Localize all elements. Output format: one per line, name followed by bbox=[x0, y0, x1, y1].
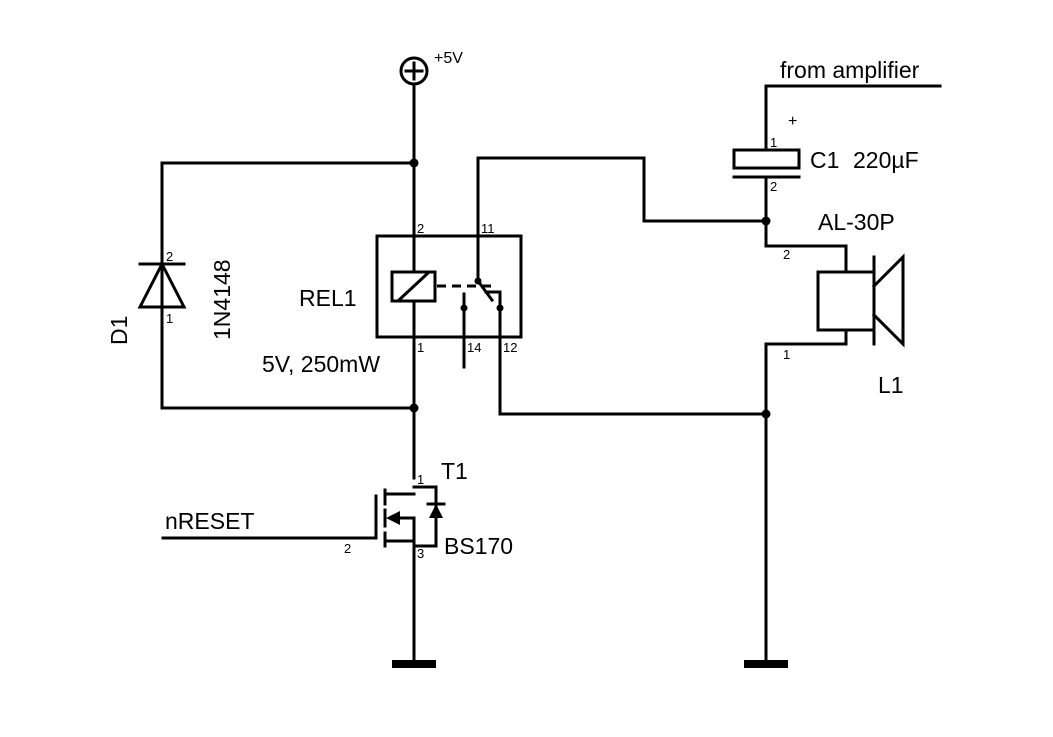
c1-ref: C1 bbox=[810, 147, 839, 173]
speaker-cone bbox=[871, 253, 905, 348]
pin-label: 1 bbox=[417, 340, 424, 355]
d1-ref: D1 bbox=[106, 316, 132, 345]
rel1-value: 5V, 250mW bbox=[262, 351, 380, 377]
rel1-ref: REL1 bbox=[299, 285, 357, 311]
pin-label: 2 bbox=[344, 541, 351, 556]
input-net-label: nRESET bbox=[165, 508, 254, 534]
pin-label: 12 bbox=[503, 340, 517, 355]
speaker-l1: 2 1 AL-30P L1 bbox=[764, 209, 905, 664]
pin-label: 2 bbox=[770, 179, 777, 194]
relay-body bbox=[375, 234, 523, 339]
cap-polarity: + bbox=[788, 113, 797, 130]
l1-ref: L1 bbox=[878, 372, 904, 398]
t1-value: BS170 bbox=[444, 533, 513, 559]
diode-triangle bbox=[137, 260, 187, 309]
output-net-label: from amplifier bbox=[780, 57, 920, 83]
wire-vcc-rail bbox=[409, 82, 419, 664]
mosfet-t1: nRESET 2 1 3 T1 BS170 bbox=[161, 458, 513, 561]
relay-rel1: 2 1 11 14 12 REL1 5V, 250mW bbox=[262, 156, 523, 416]
c1-value: 220µF bbox=[853, 147, 919, 173]
cap-plate-positive bbox=[732, 148, 801, 170]
ground-symbol-right bbox=[744, 660, 788, 668]
speaker-magnet bbox=[816, 270, 876, 332]
pin-label: 2 bbox=[166, 249, 173, 264]
wire-common-to-cap bbox=[476, 156, 771, 226]
pin-label: 1 bbox=[417, 472, 424, 487]
pin-label: 14 bbox=[467, 340, 481, 355]
pin-label: 2 bbox=[783, 247, 790, 262]
l1-value: AL-30P bbox=[818, 209, 895, 235]
power-supply-5v: +5V bbox=[399, 50, 463, 86]
power-label: +5V bbox=[434, 50, 463, 67]
ground-icon bbox=[744, 660, 788, 668]
pin-label: 1 bbox=[166, 311, 173, 326]
ground-symbol-left bbox=[392, 660, 436, 668]
pin-label: 1 bbox=[783, 347, 790, 362]
t1-ref: T1 bbox=[441, 458, 468, 484]
diode-d1: 2 1 D1 1N4148 bbox=[106, 161, 416, 410]
capacitor-c1: from amplifier + 1 2 C1 220µF bbox=[732, 57, 942, 248]
relay-coil bbox=[390, 270, 437, 303]
mosfet-arrow bbox=[386, 511, 400, 525]
pin-label: 11 bbox=[481, 221, 495, 236]
pin-label: 3 bbox=[417, 546, 424, 561]
wire-nc-to-gnd bbox=[498, 409, 771, 419]
d1-value: 1N4148 bbox=[209, 259, 235, 340]
ground-icon bbox=[392, 660, 436, 668]
body-diode bbox=[429, 504, 443, 518]
pin-label: 1 bbox=[770, 135, 777, 150]
pin-label: 2 bbox=[417, 221, 424, 236]
